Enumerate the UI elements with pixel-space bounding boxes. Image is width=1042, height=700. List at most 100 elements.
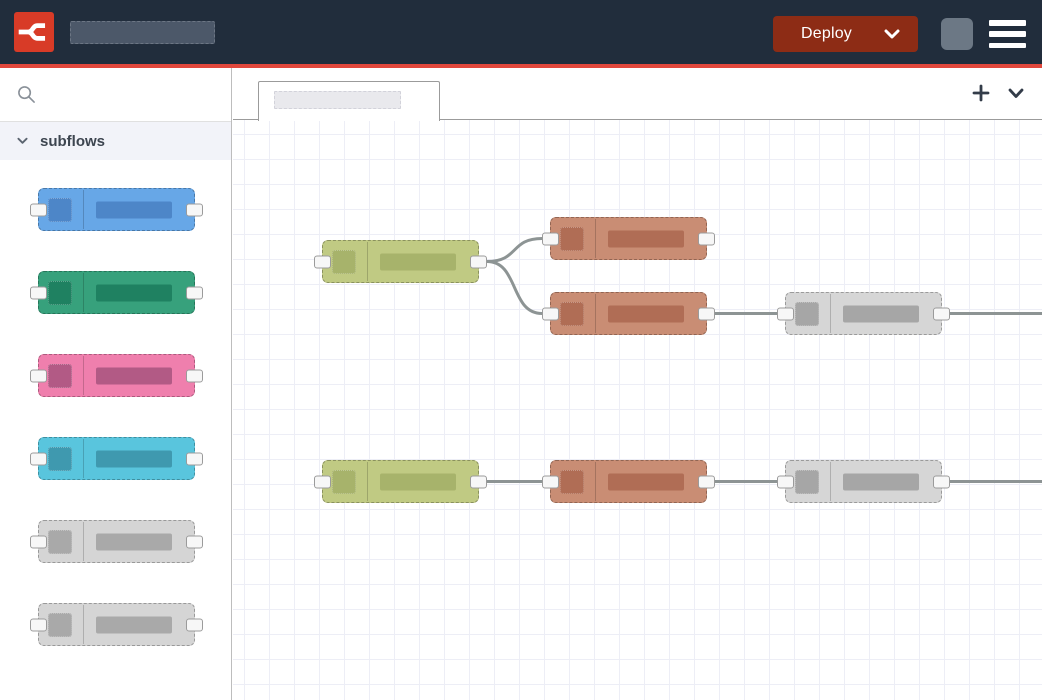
header-accent-line — [0, 64, 1042, 68]
flow-node-gr1-gray[interactable] — [777, 292, 950, 335]
node-label-placeholder — [608, 473, 684, 490]
output-port[interactable] — [698, 307, 715, 320]
output-port[interactable] — [698, 475, 715, 488]
palette-node-cyan[interactable] — [30, 437, 203, 480]
node-icon — [795, 469, 819, 494]
flow-node-s3-salmon[interactable] — [542, 460, 715, 503]
wires-layer — [486, 237, 1042, 483]
output-port[interactable] — [186, 535, 203, 548]
palette-item-gray-2[interactable] — [30, 603, 231, 646]
input-port[interactable] — [30, 618, 47, 631]
node-separator — [367, 462, 368, 501]
input-port[interactable] — [314, 255, 331, 268]
output-port[interactable] — [933, 475, 950, 488]
flow-node-s2-salmon[interactable] — [542, 292, 715, 335]
flow-node-gr2-gray[interactable] — [777, 460, 950, 503]
palette-item-blue[interactable] — [30, 188, 231, 231]
flow-title-placeholder — [70, 21, 215, 44]
output-port[interactable] — [933, 307, 950, 320]
input-port[interactable] — [30, 535, 47, 548]
output-port[interactable] — [470, 475, 487, 488]
palette-section-label: subflows — [40, 132, 106, 150]
flow-node-g2-green[interactable] — [314, 460, 487, 503]
node-red-branch-icon — [18, 23, 46, 41]
palette-node-pink[interactable] — [30, 354, 203, 397]
palette-list — [0, 160, 231, 646]
node-label-placeholder — [96, 533, 172, 550]
flow-node-g1-green[interactable] — [314, 240, 487, 283]
input-port[interactable] — [30, 203, 47, 216]
node-label-placeholder — [843, 473, 919, 490]
output-port[interactable] — [186, 203, 203, 216]
node-icon — [48, 197, 72, 222]
wire-g1-s2[interactable] — [486, 260, 543, 315]
chevron-down-icon — [1008, 88, 1024, 98]
node-icon — [332, 469, 356, 494]
flow-canvas[interactable] — [233, 120, 1042, 700]
user-avatar[interactable] — [941, 18, 973, 50]
output-port[interactable] — [186, 618, 203, 631]
palette-node-gray-2[interactable] — [30, 603, 203, 646]
node-separator — [83, 605, 84, 644]
node-label-placeholder — [843, 305, 919, 322]
output-port[interactable] — [470, 255, 487, 268]
node-separator — [595, 219, 596, 258]
section-chevron-down-icon — [17, 137, 28, 144]
input-port[interactable] — [314, 475, 331, 488]
node-icon — [795, 301, 819, 326]
node-separator — [595, 294, 596, 333]
palette-item-pink[interactable] — [30, 354, 231, 397]
output-port[interactable] — [186, 452, 203, 465]
input-port[interactable] — [542, 307, 559, 320]
palette-item-cyan[interactable] — [30, 437, 231, 480]
output-port[interactable] — [698, 232, 715, 245]
palette-node-gray-1[interactable] — [30, 520, 203, 563]
node-label-placeholder — [380, 253, 456, 270]
palette-search[interactable] — [0, 68, 231, 122]
palette-node-blue[interactable] — [30, 188, 203, 231]
flow-list-button[interactable] — [1008, 88, 1024, 99]
node-label-placeholder — [380, 473, 456, 490]
input-port[interactable] — [30, 452, 47, 465]
palette-node-green[interactable] — [30, 271, 203, 314]
wire-g1-s1[interactable] — [486, 237, 543, 263]
add-flow-button[interactable] — [972, 84, 990, 102]
input-port[interactable] — [542, 232, 559, 245]
workspace-tab-bar — [233, 68, 1042, 121]
node-separator — [83, 190, 84, 229]
node-separator — [595, 462, 596, 501]
palette-sidebar: subflows — [0, 68, 232, 700]
output-port[interactable] — [186, 369, 203, 382]
flow-workspace — [233, 68, 1042, 700]
flow-tab-label-placeholder — [274, 91, 401, 109]
search-icon — [18, 86, 35, 103]
input-port[interactable] — [30, 369, 47, 382]
flow-node-s1-salmon[interactable] — [542, 217, 715, 260]
input-port[interactable] — [777, 475, 794, 488]
main-menu-hamburger-icon[interactable] — [989, 20, 1026, 48]
node-label-placeholder — [96, 450, 172, 467]
deploy-button[interactable]: Deploy — [773, 16, 918, 52]
flow-tab[interactable] — [258, 81, 440, 121]
palette-item-gray-1[interactable] — [30, 520, 231, 563]
node-separator — [830, 294, 831, 333]
deploy-chevron-down-icon — [884, 29, 900, 38]
node-icon — [560, 301, 584, 326]
node-separator — [830, 462, 831, 501]
palette-item-green[interactable] — [30, 271, 231, 314]
node-separator — [367, 242, 368, 281]
node-label-placeholder — [608, 230, 684, 247]
input-port[interactable] — [542, 475, 559, 488]
palette-section-subflows[interactable]: subflows — [0, 122, 231, 160]
input-port[interactable] — [777, 307, 794, 320]
output-port[interactable] — [186, 286, 203, 299]
plus-icon — [972, 84, 990, 102]
node-red-logo[interactable] — [14, 12, 54, 52]
node-separator — [83, 356, 84, 395]
node-separator — [83, 273, 84, 312]
node-label-placeholder — [96, 201, 172, 218]
input-port[interactable] — [30, 286, 47, 299]
node-icon — [48, 612, 72, 637]
node-icon — [48, 280, 72, 305]
deploy-button-label: Deploy — [801, 25, 853, 42]
